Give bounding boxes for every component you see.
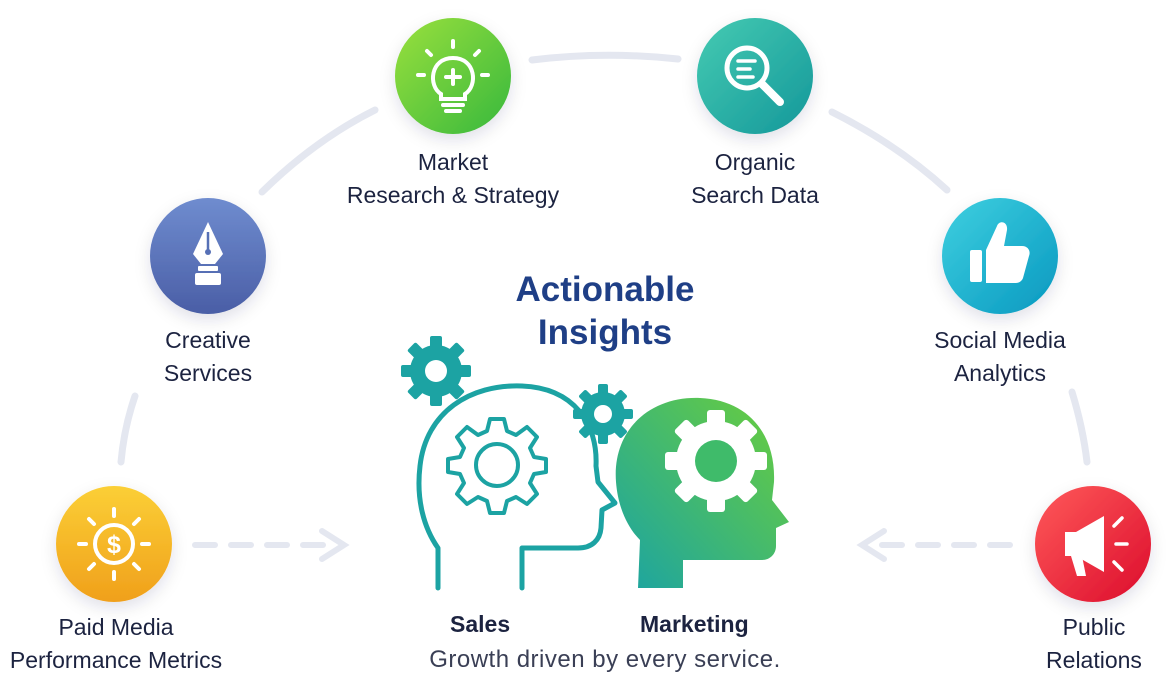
label-public-relations-line1: Public	[1062, 614, 1126, 640]
node-creative	[150, 198, 266, 314]
label-creative-line2: Services	[163, 360, 253, 386]
magnifier-icon	[724, 45, 784, 106]
label-organic-search-line1: Organic	[714, 149, 796, 175]
label-market-research-line2: Research & Strategy	[346, 182, 560, 208]
label-social-media: Social Media Analytics	[918, 324, 1082, 390]
megaphone-icon	[1065, 516, 1129, 576]
label-social-media-line1: Social Media	[934, 327, 1066, 353]
small-gear-icon-top	[401, 336, 471, 406]
node-paid-media: $	[56, 486, 172, 602]
arc-market-to-organic	[528, 51, 682, 64]
title-actionable-insights: Actionable Insights	[455, 268, 755, 354]
arc-paid-to-creative	[117, 392, 139, 466]
label-creative-line1: Creative	[165, 327, 251, 353]
label-public-relations: Public Relations	[1030, 611, 1158, 677]
arc-connectors	[117, 51, 1091, 466]
arc-creative-to-market	[258, 106, 379, 196]
label-paid-media: Paid Media Performance Metrics	[0, 611, 232, 677]
label-public-relations-line2: Relations	[1046, 647, 1142, 673]
node-public-relations	[1035, 486, 1151, 602]
label-social-media-line2: Analytics	[953, 360, 1047, 386]
marketing-label: Marketing	[640, 611, 749, 637]
lightbulb-icon	[416, 39, 490, 113]
sales-head-outline-icon	[416, 383, 618, 591]
marketing-gear-icon	[665, 410, 767, 512]
label-organic-search: Organic Search Data	[675, 146, 835, 212]
title-line1: Actionable	[515, 270, 695, 309]
thumbs-up-icon	[970, 222, 1030, 283]
label-creative: Creative Services	[140, 324, 276, 390]
node-market-research	[395, 18, 511, 134]
arc-organic-to-social	[828, 108, 951, 194]
sales-gear-outline-icon	[446, 417, 548, 515]
label-market-research: Market Research & Strategy	[340, 146, 566, 212]
svg-text:$: $	[107, 531, 121, 559]
label-paid-media-line2: Performance Metrics	[9, 647, 223, 673]
dollar-sun-icon	[77, 507, 151, 581]
label-paid-media-line1: Paid Media	[58, 614, 174, 640]
node-social-media	[942, 198, 1058, 314]
label-organic-search-line2: Search Data	[691, 182, 819, 208]
arc-social-to-pr	[1068, 388, 1091, 466]
node-organic-search	[697, 18, 813, 134]
pen-nib-icon	[193, 222, 223, 285]
tagline: Growth driven by every service.	[429, 646, 781, 673]
label-market-research-line1: Market	[417, 149, 489, 175]
arrow-left-dashed	[192, 528, 350, 562]
arrow-right-dashed	[856, 528, 1013, 562]
title-line2: Insights	[537, 313, 673, 352]
sales-label: Sales	[450, 611, 511, 637]
